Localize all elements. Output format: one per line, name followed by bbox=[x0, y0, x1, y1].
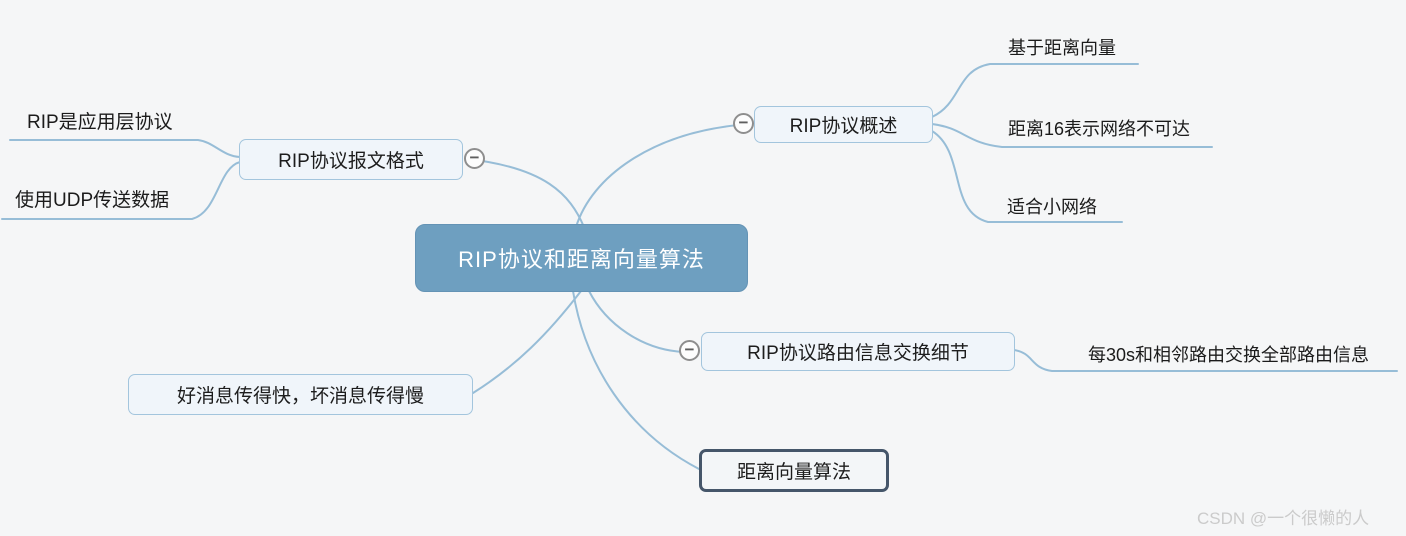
csdn-watermark: CSDN @一个很懒的人 bbox=[1197, 509, 1370, 528]
leaf-topic-distance-16[interactable]: 距离16表示网络不可达 bbox=[1008, 119, 1191, 139]
branch-node-overview[interactable]: RIP协议概述 bbox=[754, 106, 933, 143]
leaf-topic-udp[interactable]: 使用UDP传送数据 bbox=[15, 190, 170, 211]
edge-overview-small-network bbox=[931, 130, 1123, 223]
branch-node-msg-format[interactable]: RIP协议报文格式 bbox=[239, 139, 463, 180]
leaf-topic-every-30s[interactable]: 每30s和相邻路由交换全部路由信息 bbox=[1088, 345, 1370, 365]
minus-icon: − bbox=[738, 113, 749, 132]
central-topic-node[interactable]: RIP协议和距离向量算法 bbox=[415, 224, 748, 292]
edge-root-exchange bbox=[588, 290, 685, 353]
edge-msg-format-udp bbox=[1, 161, 241, 220]
edge-root-overview bbox=[575, 124, 739, 228]
edge-root-msg-format bbox=[467, 158, 585, 228]
minus-icon: − bbox=[469, 148, 480, 167]
edge-root-dv-algo bbox=[572, 290, 700, 470]
collapse-button-overview[interactable]: − bbox=[733, 113, 754, 134]
leaf-topic-app-layer[interactable]: RIP是应用层协议 bbox=[27, 112, 173, 133]
edge-exchange-every-30s bbox=[1013, 349, 1398, 372]
edge-root-good-news bbox=[472, 290, 582, 394]
leaf-topic-distance-vector[interactable]: 基于距离向量 bbox=[1008, 38, 1116, 58]
collapse-button-exchange[interactable]: − bbox=[679, 340, 700, 361]
branch-node-exchange[interactable]: RIP协议路由信息交换细节 bbox=[701, 332, 1015, 371]
branch-node-dv-algo[interactable]: 距离向量算法 bbox=[699, 449, 889, 492]
leaf-topic-small-network[interactable]: 适合小网络 bbox=[1007, 197, 1097, 217]
edge-overview-distance-vector bbox=[931, 63, 1139, 118]
collapse-button-msg-format[interactable]: − bbox=[464, 148, 485, 169]
edge-msg-format-app-layer bbox=[9, 139, 241, 158]
edge-overview-distance-16 bbox=[931, 123, 1213, 148]
minus-icon: − bbox=[684, 340, 695, 359]
branch-node-good-news[interactable]: 好消息传得快，坏消息传得慢 bbox=[128, 374, 473, 415]
